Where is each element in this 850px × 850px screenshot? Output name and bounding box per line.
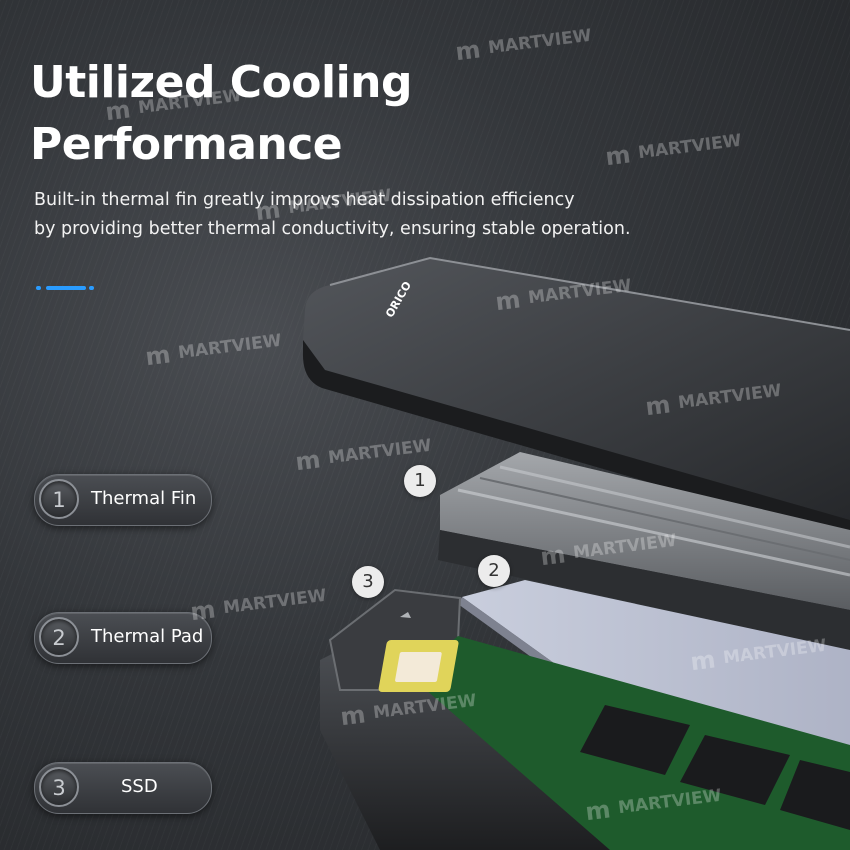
legend-label: Thermal Pad	[91, 626, 204, 647]
legend-number: 2	[39, 617, 79, 657]
watermark-logo: m	[103, 95, 133, 127]
title-line-1: Utilized Cooling	[30, 57, 413, 108]
description-line-1: Built-in thermal fin greatly improvs hea…	[34, 190, 575, 210]
thermal-fin	[438, 452, 850, 650]
watermark-logo: m	[338, 700, 368, 732]
accent-dot-left	[36, 286, 41, 290]
description-line-2: by providing better thermal conductivity…	[34, 219, 631, 239]
callout-2: 2	[478, 555, 510, 587]
watermark-logo: m	[293, 445, 323, 477]
watermark-logo: m	[538, 540, 568, 572]
page-title: Utilized Cooling Performance	[30, 52, 413, 176]
accent-dot-right	[89, 286, 94, 290]
legend-item-thermal-fin: 1 Thermal Fin	[34, 474, 212, 526]
watermark-logo: m	[643, 390, 673, 422]
title-line-2: Performance	[30, 119, 343, 170]
watermark-logo: m	[253, 195, 283, 227]
watermark-logo: m	[143, 340, 173, 372]
watermark-logo: m	[453, 35, 483, 67]
legend-number: 3	[39, 767, 79, 807]
callout-1: 1	[404, 465, 436, 497]
watermark-logo: m	[188, 595, 218, 627]
description: Built-in thermal fin greatly improvs hea…	[34, 186, 631, 244]
legend-item-thermal-pad: 2 Thermal Pad	[34, 612, 212, 664]
watermark-logo: m	[603, 140, 633, 172]
watermark-logo: m	[583, 795, 613, 827]
legend-number: 1	[39, 479, 79, 519]
ssd-board	[378, 636, 850, 850]
watermark-logo: m	[688, 645, 718, 677]
watermark-logo: m	[493, 285, 523, 317]
enclosure-lid: ORICO	[302, 256, 850, 540]
legend-label: SSD	[121, 776, 158, 797]
legend-label: Thermal Fin	[91, 488, 197, 509]
legend-item-ssd: 3 SSD	[34, 762, 212, 814]
accent-bar	[46, 286, 86, 290]
callout-3: 3	[352, 566, 384, 598]
